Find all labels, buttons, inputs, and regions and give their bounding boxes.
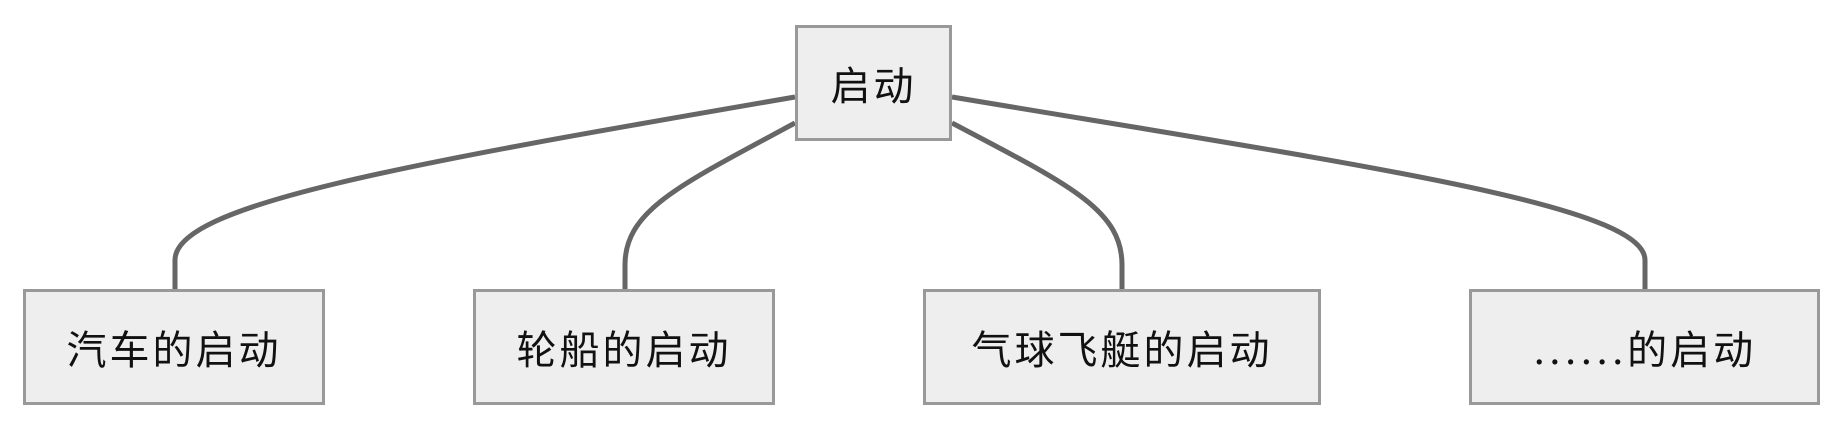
child-node-car: 汽车的启动 — [23, 289, 325, 405]
root-node: 启动 — [795, 25, 952, 141]
child-node-airship: 气球飞艇的启动 — [923, 289, 1321, 405]
child-node-airship-label: 气球飞艇的启动 — [971, 328, 1273, 374]
child-node-other-label: ......的启动 — [1532, 328, 1757, 374]
root-node-label: 启动 — [830, 64, 917, 110]
connector-root-to-other — [951, 94, 1648, 289]
child-node-other: ......的启动 — [1469, 289, 1820, 405]
child-node-car-label: 汽车的启动 — [66, 328, 282, 374]
connector-root-to-ship — [622, 120, 797, 289]
connector-root-to-air — [950, 120, 1125, 289]
child-node-ship: 轮船的启动 — [473, 289, 775, 405]
connector-root-to-car — [172, 94, 796, 289]
child-node-ship-label: 轮船的启动 — [516, 328, 732, 374]
